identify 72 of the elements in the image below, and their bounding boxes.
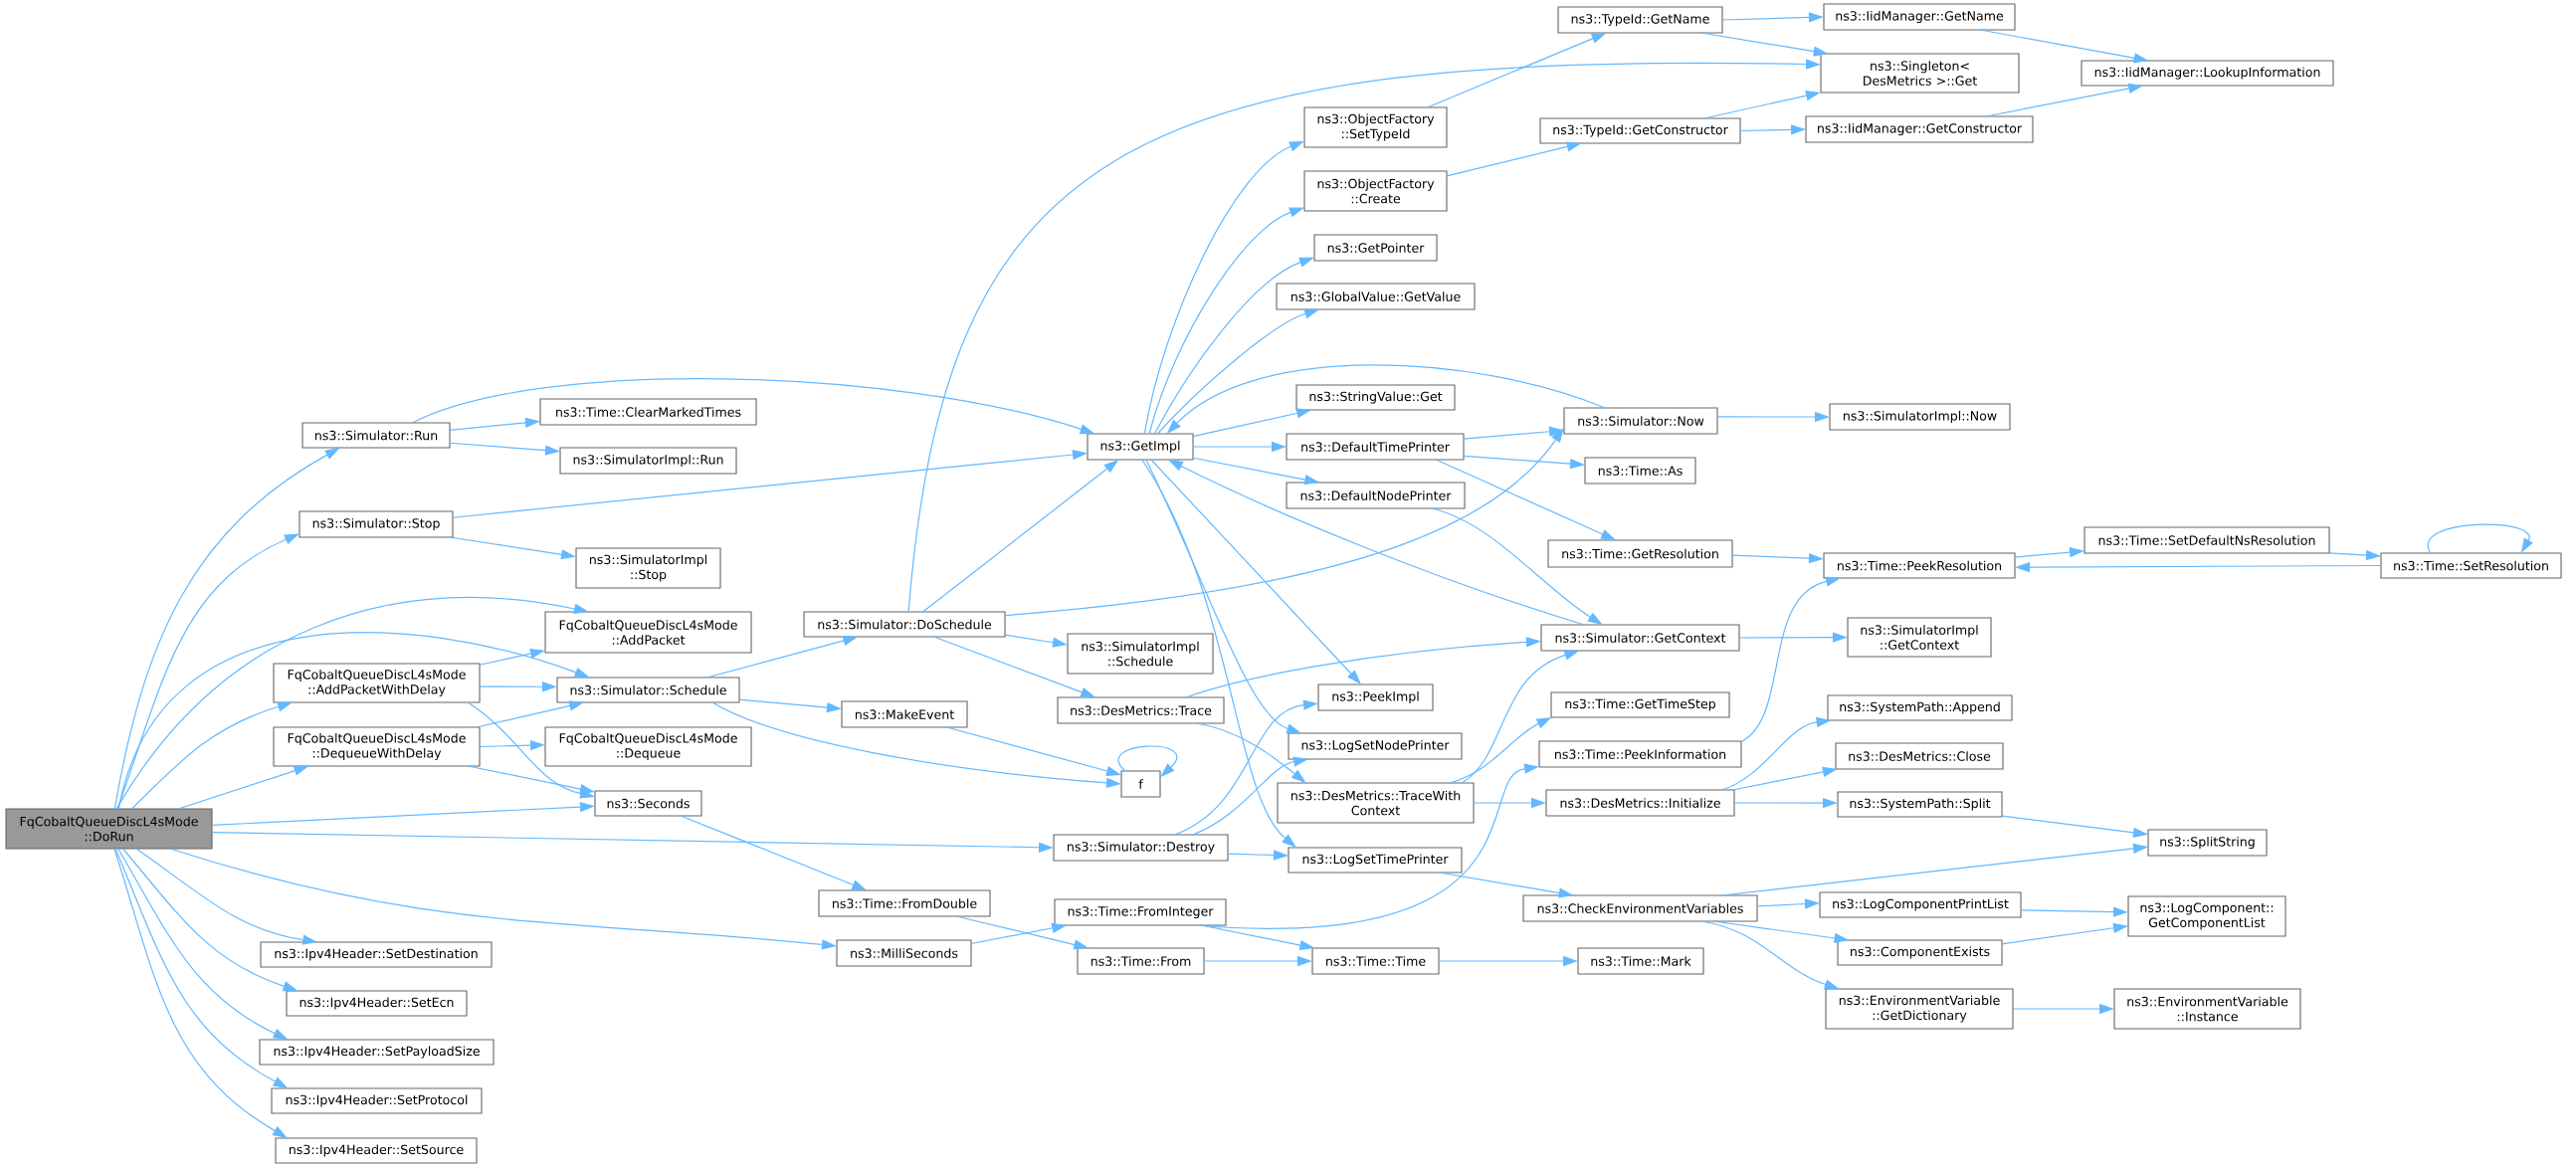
function-box: ns3::DefaultTimePrinter xyxy=(1286,433,1465,461)
function-box: ns3::TypeId::GetName xyxy=(1557,6,1723,34)
function-box: ns3::GetImpl xyxy=(1087,433,1194,461)
function-box: ns3::Ipv4Header::SetPayloadSize xyxy=(259,1039,495,1066)
function-box: ns3::Time::Mark xyxy=(1577,947,1704,975)
function-box: ns3::Simulator::Run xyxy=(301,422,451,449)
function-box: ns3::Simulator::DoSchedule xyxy=(803,611,1006,638)
function-box: ns3::Ipv4Header::SetSource xyxy=(275,1137,478,1164)
arrow xyxy=(1141,459,1296,848)
function-box: ns3::LogComponentPrintList xyxy=(1819,891,2022,918)
function-box: ns3::DesMetrics::Close xyxy=(1835,742,2004,770)
function-box: ns3::Time::SetDefaultNsResolution xyxy=(2083,526,2330,554)
function-box: ns3::Time::PeekInformation xyxy=(1538,740,1742,768)
function-box: ns3::SimulatorImpl ::Stop xyxy=(575,547,721,589)
function-box: ns3::IidManager::GetConstructor xyxy=(1805,115,2034,143)
function-box: ns3::LogSetTimePrinter xyxy=(1288,847,1463,874)
function-box: ns3::ObjectFactory ::SetTypeId xyxy=(1303,106,1448,148)
function-box: ns3::MilliSeconds xyxy=(836,939,972,967)
function-box: ns3::DesMetrics::Trace xyxy=(1057,696,1225,724)
function-box: FqCobaltQueueDiscL4sMode ::AddPacketWithDelay xyxy=(273,663,481,703)
function-box: ns3::Simulator::Now xyxy=(1563,407,1718,435)
function-box: ns3::EnvironmentVariable ::Instance xyxy=(2113,988,2301,1030)
function-box: ns3::Time::From xyxy=(1077,947,1205,975)
function-box: ns3::Ipv4Header::SetEcn xyxy=(286,990,468,1017)
loop-arrow xyxy=(2427,523,2533,554)
function-box: ns3::Simulator::GetContext xyxy=(1540,624,1740,652)
function-box: FqCobaltQueueDiscL4sMode ::DoRun xyxy=(5,808,213,850)
function-box: ns3::Time::FromInteger xyxy=(1054,898,1227,926)
function-box: ns3::LogComponent:: GetComponentList xyxy=(2127,895,2286,937)
function-box: ns3::StringValue::Get xyxy=(1295,384,1456,411)
function-box: FqCobaltQueueDiscL4sMode ::Dequeue xyxy=(544,726,752,767)
function-box: ns3::SystemPath::Split xyxy=(1837,791,2003,818)
function-box: ns3::Time::GetResolution xyxy=(1547,539,1733,568)
function-box: ns3::Ipv4Header::SetProtocol xyxy=(271,1087,483,1114)
function-box: FqCobaltQueueDiscL4sMode ::DequeueWithDelay xyxy=(273,726,481,767)
function-box: ns3::Time::Time xyxy=(1311,947,1440,975)
function-box: ns3::PeekImpl xyxy=(1317,683,1434,711)
function-box: ns3::SimulatorImpl::Now xyxy=(1829,403,2011,431)
function-box: ns3::Time::GetTimeStep xyxy=(1550,691,1730,718)
function-box: ns3::Simulator::Stop xyxy=(298,510,454,538)
function-box: ns3::CheckEnvironmentVariables xyxy=(1522,894,1758,922)
function-box: ns3::Time::ClearMarkedTimes xyxy=(539,398,757,426)
function-box: FqCobaltQueueDiscL4sMode ::AddPacket xyxy=(544,611,752,654)
function-box: ns3::MakeEvent xyxy=(841,700,968,728)
function-box: ns3::SimulatorImpl ::Schedule xyxy=(1067,633,1214,675)
function-box: ns3::TypeId::GetConstructor xyxy=(1539,117,1741,144)
function-box: ns3::Simulator::Schedule xyxy=(556,677,740,703)
function-box: ns3::Seconds xyxy=(594,790,702,817)
function-box: ns3::EnvironmentVariable ::GetDictionary xyxy=(1825,988,2014,1030)
function-box: ns3::Time::PeekResolution xyxy=(1823,552,2016,579)
function-box: ns3::ObjectFactory ::Create xyxy=(1303,170,1448,212)
function-box: ns3::LogSetNodePrinter xyxy=(1288,732,1463,760)
function-box: ns3::DesMetrics::TraceWith Context xyxy=(1277,782,1475,824)
function-box: f xyxy=(1120,770,1161,798)
function-box: ns3::Singleton< DesMetrics >::Get xyxy=(1820,53,2020,94)
function-box: ns3::IidManager::LookupInformation xyxy=(2081,60,2334,87)
function-box: ns3::SplitString xyxy=(2147,829,2268,857)
function-box: ns3::GlobalValue::GetValue xyxy=(1276,283,1476,310)
function-box: ns3::Time::FromDouble xyxy=(818,889,991,917)
function-box: ns3::Time::As xyxy=(1584,457,1696,485)
function-box: ns3::SystemPath::Append xyxy=(1827,694,2013,721)
function-box: ns3::Time::SetResolution xyxy=(2380,552,2562,579)
function-box: ns3::SimulatorImpl::Run xyxy=(559,447,737,475)
function-box: ns3::SimulatorImpl ::GetContext xyxy=(1847,617,1992,658)
function-box: ns3::IidManager::GetName xyxy=(1823,3,2016,31)
function-box: ns3::GetPointer xyxy=(1313,234,1438,262)
function-box: ns3::Ipv4Header::SetDestination xyxy=(260,941,493,968)
function-box: ns3::Simulator::Destroy xyxy=(1053,834,1229,862)
function-box: ns3::DesMetrics::Initialize xyxy=(1545,789,1735,817)
function-box: ns3::DefaultNodePrinter xyxy=(1286,482,1466,509)
arrow xyxy=(113,848,288,1138)
function-box: ns3::ComponentExists xyxy=(1837,939,2003,966)
